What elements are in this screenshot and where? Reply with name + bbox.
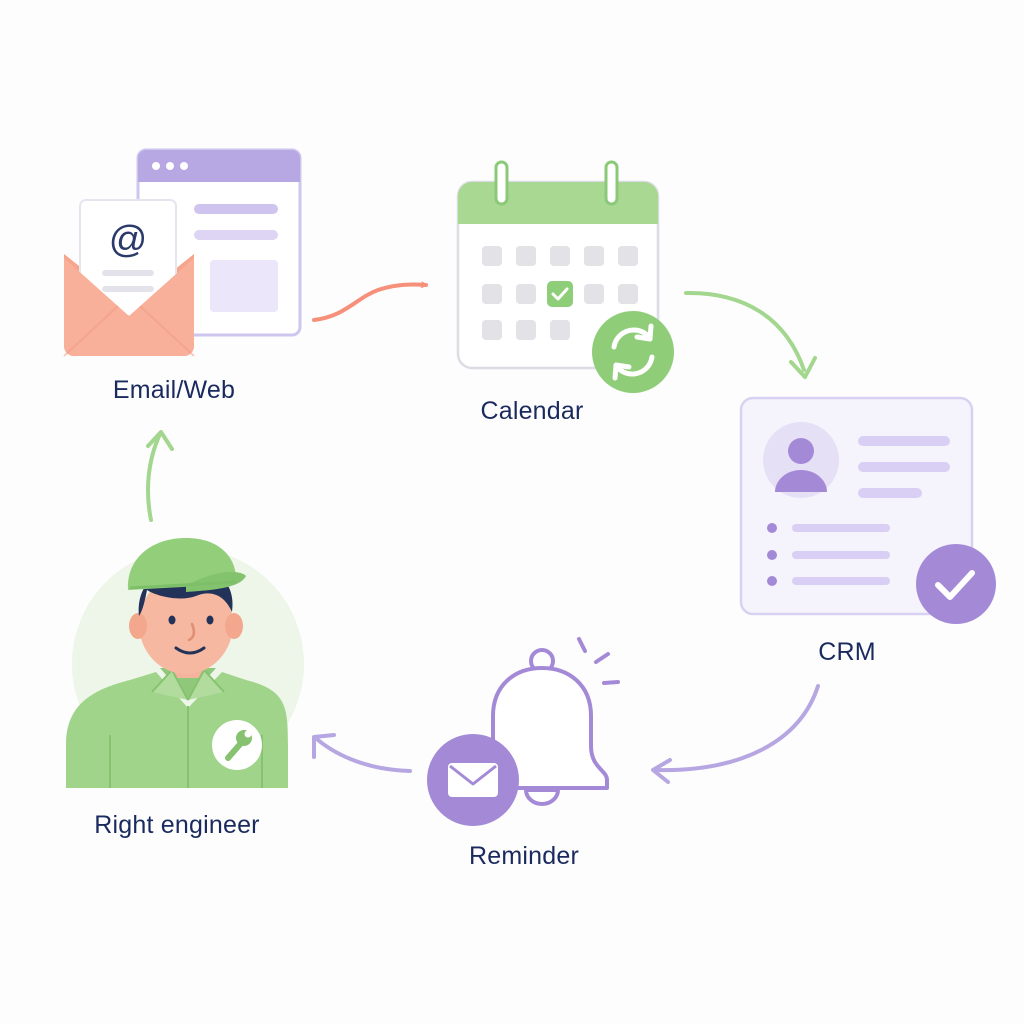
label-reminder: Reminder: [469, 842, 579, 870]
label-calendar: Calendar: [480, 397, 584, 425]
wrench-icon: [212, 720, 262, 770]
crm-card: [739, 396, 974, 616]
arrow-calendar-to-crm: [684, 290, 817, 379]
check-icon: [916, 544, 996, 624]
label-email-web: Email/Web: [112, 376, 236, 404]
label-crm: CRM: [818, 638, 876, 666]
arrow-email-to-calendar: [312, 281, 428, 322]
arrow-crm-to-reminder: [651, 684, 820, 784]
arrow-reminder-to-engineer: [312, 733, 412, 773]
mail-icon: [427, 734, 519, 826]
user-avatar-icon: [763, 422, 839, 498]
at-symbol-icon: @: [109, 219, 148, 261]
arrow-engineer-to-email: [146, 430, 174, 522]
envelope-icon: @: [63, 199, 195, 357]
label-right-engineer: Right engineer: [94, 811, 260, 839]
engineer-avatar: [66, 538, 304, 788]
sync-icon: [592, 311, 674, 393]
